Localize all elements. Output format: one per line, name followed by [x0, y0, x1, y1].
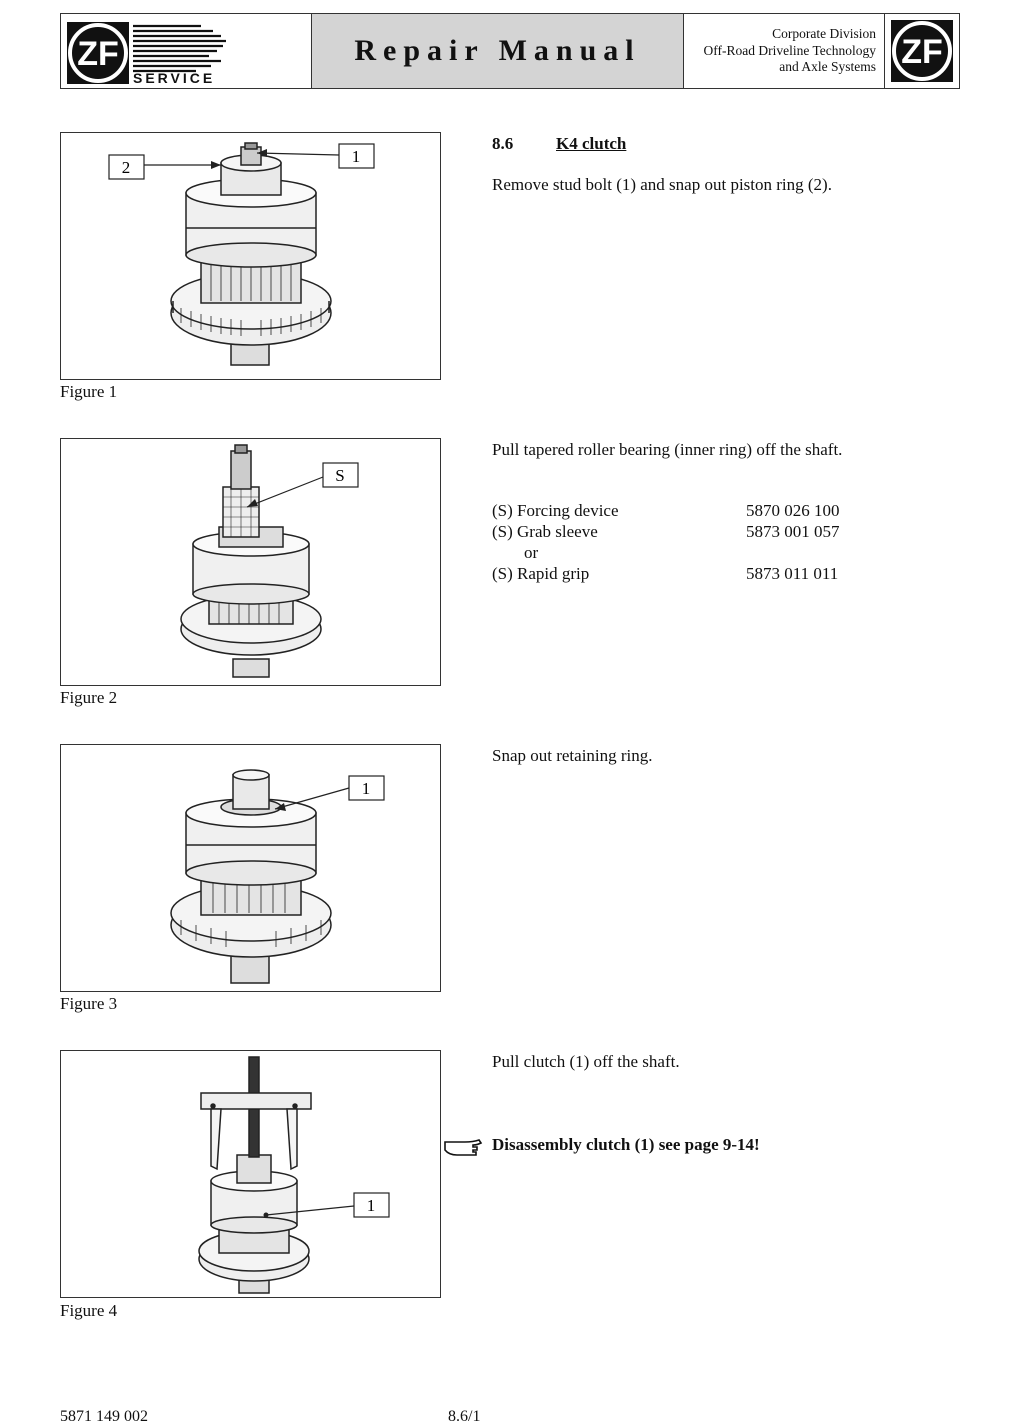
- figure-3: 1: [60, 744, 441, 992]
- section-number: 8.6: [492, 134, 514, 153]
- figure-1-caption: Figure 1: [60, 382, 118, 401]
- bearing-puller-drawing: S: [180, 444, 359, 678]
- step-4-text: Pull clutch (1) off the shaft.: [492, 1052, 680, 1071]
- zf-logo-icon: ZF: [891, 20, 953, 82]
- tool-label: (S) Rapid grip: [492, 564, 590, 583]
- clutch-assembly-drawing: 2 1: [108, 142, 375, 366]
- tool-label: (S) Forcing device: [492, 501, 619, 520]
- callout-s: S: [335, 466, 344, 485]
- svg-text:ZF: ZF: [901, 33, 943, 71]
- footer-part-number: 5871 149 002: [60, 1408, 148, 1425]
- step-3-text: Snap out retaining ring.: [492, 746, 653, 765]
- figure-2: S: [60, 438, 441, 686]
- step-2-text: Pull tapered roller bearing (inner ring)…: [492, 440, 843, 459]
- page-title: Repair Manual: [354, 34, 641, 67]
- clutch-puller-drawing: 1: [198, 1056, 390, 1294]
- header-right: Corporate Division Off-Road Driveline Te…: [684, 14, 959, 88]
- pointing-hand-icon: [443, 1134, 483, 1163]
- division-line-1: Corporate Division: [772, 26, 876, 42]
- tool-number: 5870 026 100: [746, 501, 840, 520]
- division-line-2: Off-Road Driveline Technology: [703, 42, 876, 58]
- tool-number: 5873 001 057: [746, 522, 840, 541]
- zf-logo-right: ZF: [884, 14, 959, 88]
- section-heading: 8.6 K4 clutch: [492, 133, 626, 154]
- tool-row: or: [492, 542, 892, 563]
- page-header: ZF SERVICE Repair Manual Corporate Divis…: [60, 13, 960, 89]
- tool-row: (S) Rapid grip 5873 011 011: [492, 563, 892, 584]
- tool-row: (S) Grab sleeve 5873 001 057: [492, 521, 892, 542]
- tool-label: (S) Grab sleeve: [492, 522, 598, 541]
- division-line-3: and Axle Systems: [779, 59, 876, 75]
- footer-page-number: 8.6/1: [448, 1408, 481, 1425]
- tool-row: (S) Forcing device 5870 026 100: [492, 500, 892, 521]
- figure-4: 1: [60, 1050, 441, 1298]
- section-title: K4 clutch: [556, 134, 627, 153]
- retaining-ring-drawing: 1: [170, 769, 385, 984]
- figure-1: 2 1: [60, 132, 441, 380]
- callout-1: 1: [367, 1196, 376, 1215]
- zf-service-logo: ZF SERVICE: [61, 14, 312, 88]
- callout-2: 2: [122, 158, 131, 177]
- tool-list: (S) Forcing device 5870 026 100 (S) Grab…: [492, 500, 892, 584]
- tool-alternative-or: or: [524, 543, 539, 562]
- svg-text:ZF: ZF: [77, 35, 119, 73]
- header-title-box: Repair Manual: [312, 14, 684, 88]
- figure-2-caption: Figure 2: [60, 688, 118, 707]
- division-text: Corporate Division Off-Road Driveline Te…: [684, 26, 884, 76]
- zf-logo-icon: ZF: [67, 22, 226, 84]
- disassembly-note: Disassembly clutch (1) see page 9-14!: [492, 1135, 760, 1154]
- callout-1: 1: [352, 147, 361, 166]
- tool-number: 5873 011 011: [746, 564, 839, 583]
- figure-3-caption: Figure 3: [60, 994, 118, 1013]
- callout-1: 1: [362, 779, 371, 798]
- figure-4-caption: Figure 4: [60, 1301, 118, 1320]
- service-label: SERVICE: [133, 70, 216, 86]
- step-1-text: Remove stud bolt (1) and snap out piston…: [492, 175, 832, 194]
